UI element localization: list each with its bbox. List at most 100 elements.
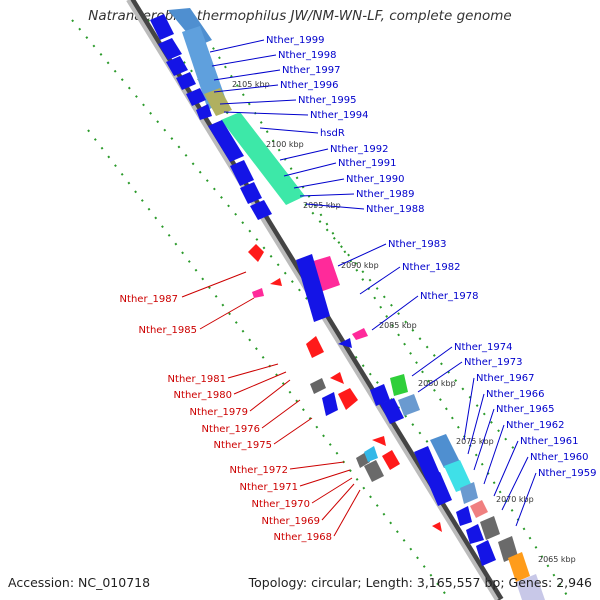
gene-arrow bbox=[430, 434, 460, 468]
gene-label: Nther_1969 bbox=[262, 516, 320, 527]
gene-arrow bbox=[270, 278, 282, 286]
cds-arrow bbox=[158, 38, 182, 60]
gene-arrow bbox=[398, 394, 420, 416]
gene-arrow bbox=[338, 388, 358, 410]
gene-label: Nther_1965 bbox=[496, 404, 554, 415]
cds-arrow bbox=[240, 182, 262, 204]
cds-arrow bbox=[370, 384, 390, 406]
gene-label: Nther_1975 bbox=[214, 440, 272, 451]
gene-arrow bbox=[480, 516, 500, 540]
cds-arrow bbox=[196, 104, 212, 120]
gene-label: Nther_1980 bbox=[174, 390, 232, 401]
cds-arrow bbox=[166, 56, 188, 76]
cds-arrow bbox=[176, 72, 196, 90]
gene-label: Nther_1999 bbox=[266, 35, 324, 46]
gene-arrow bbox=[204, 88, 232, 116]
gene-arrow bbox=[508, 552, 530, 582]
gene-label: Nther_1973 bbox=[464, 357, 522, 368]
gene-label: Nther_1992 bbox=[330, 144, 388, 155]
cds-arrow bbox=[208, 120, 244, 162]
gene-arrow bbox=[432, 522, 442, 532]
forward-labels: Nther_1999 Nther_1998 Nther_1997 Nther_1… bbox=[266, 35, 596, 479]
forward-strand-features bbox=[168, 8, 545, 600]
gene-arrow bbox=[390, 374, 408, 396]
kbp-tick-label: 2080 kbp bbox=[418, 379, 456, 388]
gene-label: Nther_1997 bbox=[282, 65, 340, 76]
gene-label: Nther_1988 bbox=[366, 204, 424, 215]
guide-line-outer-forward bbox=[71, 19, 431, 446]
gene-arrow bbox=[322, 392, 338, 416]
cds-arrow bbox=[150, 14, 174, 40]
gene-label: hsdR bbox=[320, 128, 345, 139]
gene-arrow bbox=[221, 112, 305, 205]
gene-arrow bbox=[444, 460, 472, 492]
gene-label: Nther_1982 bbox=[402, 262, 460, 273]
kbp-tick-label: 2065 kbp bbox=[538, 555, 576, 564]
gene-arrow bbox=[338, 338, 352, 348]
gene-label: Nther_1976 bbox=[202, 424, 260, 435]
gene-arrow bbox=[364, 446, 378, 462]
gene-label: Nther_1960 bbox=[530, 452, 588, 463]
gene-arrow bbox=[460, 482, 478, 504]
gene-label: Nther_1966 bbox=[486, 389, 544, 400]
gene-label: Nther_1967 bbox=[476, 373, 534, 384]
cds-arrow bbox=[466, 524, 484, 544]
gene-label: Nther_1994 bbox=[310, 110, 368, 121]
gene-label: Nther_1961 bbox=[520, 436, 578, 447]
cds-arrow bbox=[250, 200, 272, 220]
forward-cds-row bbox=[150, 14, 496, 566]
reverse-labels: Nther_1987 Nther_1985 Nther_1981 Nther_1… bbox=[120, 294, 332, 543]
cds-arrow bbox=[186, 88, 206, 106]
gene-label: Nther_1990 bbox=[346, 174, 404, 185]
gene-label: Nther_1995 bbox=[298, 95, 356, 106]
gene-label: Nther_1991 bbox=[338, 158, 396, 169]
cds-arrow bbox=[476, 540, 496, 566]
guide-line-outer-reverse bbox=[194, 19, 571, 600]
kbp-tick-label: 2100 kbp bbox=[266, 140, 304, 149]
gene-arrow bbox=[252, 288, 264, 298]
accession-label: Accession: NC_010718 bbox=[8, 575, 151, 590]
gene-label: Nther_1998 bbox=[278, 50, 336, 61]
kbp-tick-label: 2075 kbp bbox=[456, 437, 494, 446]
gene-arrow bbox=[182, 26, 226, 110]
cds-arrow bbox=[456, 506, 472, 526]
cds-arrow bbox=[414, 446, 440, 480]
gene-label: Nther_1974 bbox=[454, 342, 512, 353]
reverse-leaders bbox=[181, 271, 361, 537]
gene-arrow bbox=[248, 244, 264, 262]
cds-arrow bbox=[230, 160, 254, 186]
gene-arrow bbox=[306, 336, 324, 358]
genome-summary: Topology: circular; Length: 3,165,557 bp… bbox=[248, 575, 592, 590]
cds-arrow bbox=[426, 472, 452, 506]
gene-label: Nther_1970 bbox=[252, 499, 310, 510]
gene-label: Nther_1983 bbox=[388, 239, 446, 250]
gene-label: Nther_1981 bbox=[168, 374, 226, 385]
gene-arrow bbox=[352, 328, 368, 340]
gene-label: Nther_1971 bbox=[240, 482, 298, 493]
gene-label: Nther_1979 bbox=[190, 407, 248, 418]
kbp-tick-label: 2090 kbp bbox=[341, 261, 379, 270]
reverse-strand-features bbox=[248, 244, 500, 540]
gene-label: Nther_1978 bbox=[420, 291, 478, 302]
gene-arrow bbox=[372, 436, 386, 446]
gene-label: Nther_1987 bbox=[120, 294, 178, 305]
gene-label: Nther_1989 bbox=[356, 189, 414, 200]
gene-label: Nther_1985 bbox=[139, 325, 197, 336]
cds-arrow bbox=[296, 254, 330, 322]
gene-arrow bbox=[364, 460, 384, 482]
gene-label: Nther_1972 bbox=[230, 465, 288, 476]
gene-label: Nther_1962 bbox=[506, 420, 564, 431]
gene-arrow bbox=[310, 378, 326, 394]
gene-arrow bbox=[470, 500, 488, 518]
gene-label: Nther_1996 bbox=[280, 80, 338, 91]
gene-arrow bbox=[498, 536, 518, 562]
forward-leaders bbox=[209, 39, 537, 527]
gene-label: Nther_1959 bbox=[538, 468, 596, 479]
cds-arrow bbox=[380, 398, 404, 424]
kbp-tick-label: 2105 kbp bbox=[232, 80, 270, 89]
kbp-tick-label: 2070 kbp bbox=[496, 495, 534, 504]
gene-arrow bbox=[330, 372, 344, 384]
gene-label: Nther_1968 bbox=[274, 532, 332, 543]
guide-line-inner-reverse bbox=[87, 129, 451, 600]
